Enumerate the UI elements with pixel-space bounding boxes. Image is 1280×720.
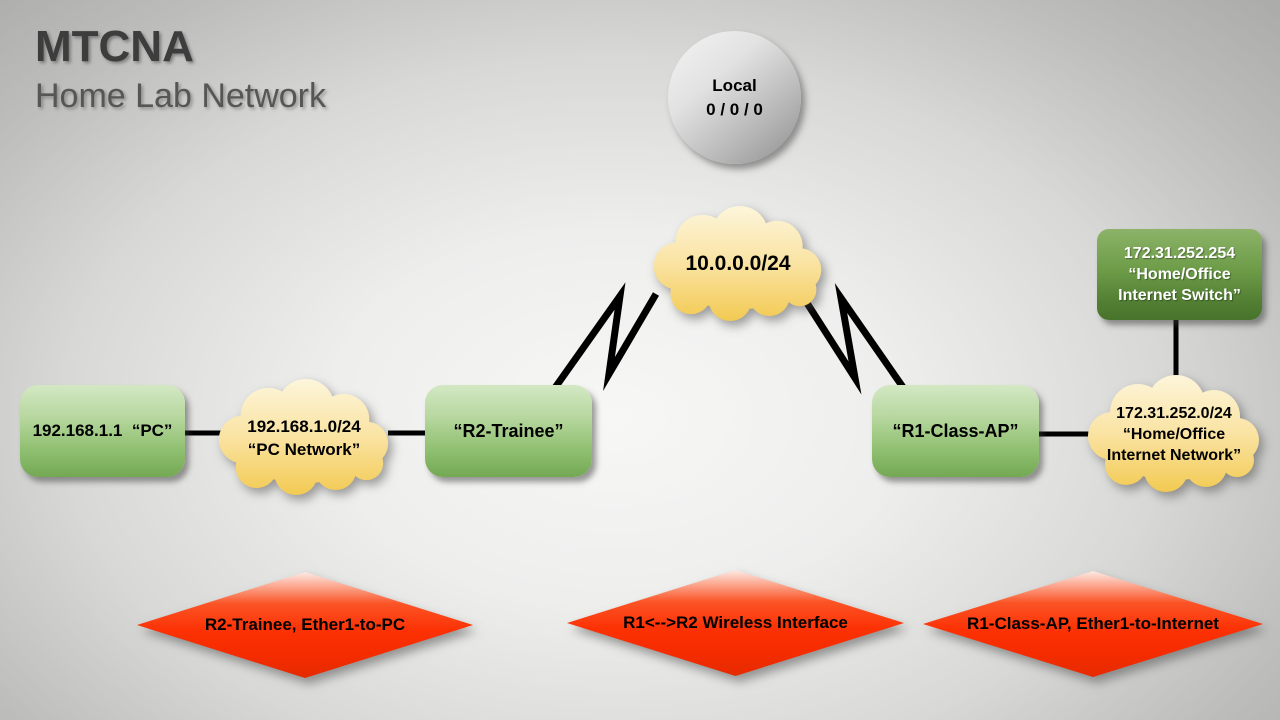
- internet-switch-ip: 172.31.252.254: [1123, 245, 1236, 262]
- internet-network-cloud: 172.31.252.0/24 “Home/Office Internet Ne…: [1074, 374, 1274, 494]
- interface-diamond-ether1-to-pc: R2-Trainee, Ether1-to-PC: [137, 572, 473, 678]
- local-interface-slots: 0 / 0 / 0: [706, 99, 763, 119]
- backbone-network-label: 10.0.0.0/24: [640, 205, 836, 323]
- internet-switch-name-2: Internet Switch”: [1118, 287, 1241, 304]
- internet-network-name-1: “Home/Office: [1122, 425, 1226, 443]
- internet-switch-label: 172.31.252.254 “Home/Office Internet Swi…: [1118, 243, 1241, 306]
- pc-network-label: 192.168.1.0/24 “PC Network”: [205, 378, 403, 497]
- cloud-icon: [218, 378, 389, 496]
- wireless-link-backbone-to-r1: [795, 282, 910, 395]
- slide-title: MTCNA: [35, 22, 194, 71]
- internet-switch-node: 172.31.252.254 “Home/Office Internet Swi…: [1097, 229, 1262, 320]
- title-block: MTCNA Home Lab Network: [35, 22, 326, 116]
- r2-trainee-node: “R2-Trainee”: [425, 385, 592, 477]
- diamond-shape: R1<-->R2 Wireless Interface: [567, 570, 904, 676]
- pc-network-cloud: 192.168.1.0/24 “PC Network”: [205, 378, 403, 497]
- pc-node: 192.168.1.1 “PC”: [20, 385, 185, 477]
- r1-class-ap-label: “R1-Class-AP”: [892, 420, 1019, 441]
- internet-switch-name-1: “Home/Office: [1128, 266, 1231, 283]
- local-interface-node: Local 0 / 0 / 0: [668, 31, 801, 164]
- interface-label-left: R2-Trainee, Ether1-to-PC: [204, 615, 406, 634]
- r1-class-ap-node: “R1-Class-AP”: [872, 385, 1039, 477]
- interface-label-middle: R1<-->R2 Wireless Interface: [623, 613, 848, 632]
- cloud-icon: [653, 205, 822, 322]
- wireless-link-r2-to-backbone: [549, 282, 660, 395]
- internet-network-label: 172.31.252.0/24 “Home/Office Internet Ne…: [1074, 374, 1274, 494]
- pc-node-label: 192.168.1.1 “PC”: [32, 421, 173, 440]
- internet-network-name-2: Internet Network”: [1106, 446, 1242, 464]
- local-interface-name: Local: [712, 75, 757, 95]
- internet-network-subnet: 172.31.252.0/24: [1116, 404, 1232, 422]
- diamond-shape: R1-Class-AP, Ether1-to-Internet: [923, 571, 1263, 677]
- interface-diamond-wireless: R1<-->R2 Wireless Interface: [567, 570, 904, 676]
- backbone-network-cloud: 10.0.0.0/24: [640, 205, 836, 323]
- cloud-icon: [1088, 375, 1259, 492]
- interface-label-right: R1-Class-AP, Ether1-to-Internet: [967, 614, 1219, 633]
- pc-network-subnet: 192.168.1.0/24: [247, 416, 361, 436]
- interface-diamond-ether1-to-internet: R1-Class-AP, Ether1-to-Internet: [923, 571, 1263, 677]
- pc-network-name: “PC Network”: [247, 439, 361, 459]
- r2-trainee-label: “R2-Trainee”: [453, 420, 564, 441]
- backbone-subnet: 10.0.0.0/24: [685, 252, 791, 275]
- slide-subtitle: Home Lab Network: [35, 76, 327, 115]
- diamond-shape: R2-Trainee, Ether1-to-PC: [137, 572, 473, 678]
